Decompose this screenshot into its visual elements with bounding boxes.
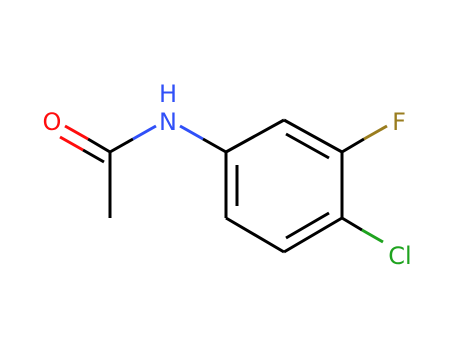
ring-inner-bond-2 xyxy=(285,132,330,160)
atom-nitrogen-label: N xyxy=(159,108,177,136)
bond-carbonyl-oxygen-b xyxy=(82,148,105,164)
bond-nitrogen-ring xyxy=(202,137,227,154)
atom-hydrogen-label: H xyxy=(159,80,177,108)
bond-carbonyl-nitrogen-blue xyxy=(132,124,157,141)
bond-ring-fluorine-color xyxy=(363,124,388,141)
atom-chlorine-label: Cl xyxy=(388,242,411,270)
bond-ring-chlorine xyxy=(341,216,363,232)
ring-bond-2 xyxy=(283,118,343,154)
bond-carbonyl-oxygen-a-red xyxy=(64,124,89,141)
ring-bond-4 xyxy=(283,216,343,254)
bond-carbonyl-oxygen-b-red xyxy=(59,135,84,152)
atom-fluorine-label: F xyxy=(392,108,406,136)
bond-carbonyl-oxygen-a xyxy=(87,137,111,154)
bond-ring-fluorine xyxy=(341,137,365,154)
ring-bond-5 xyxy=(225,216,285,254)
ring-inner-bond-3 xyxy=(285,211,330,240)
bond-nitrogen-ring-blue xyxy=(179,124,204,141)
bond-carbonyl-nitrogen xyxy=(109,137,134,154)
bond-ring-chlorine-color xyxy=(361,228,384,244)
atom-oxygen-label: O xyxy=(43,108,62,136)
ring-bond-1 xyxy=(225,118,285,154)
